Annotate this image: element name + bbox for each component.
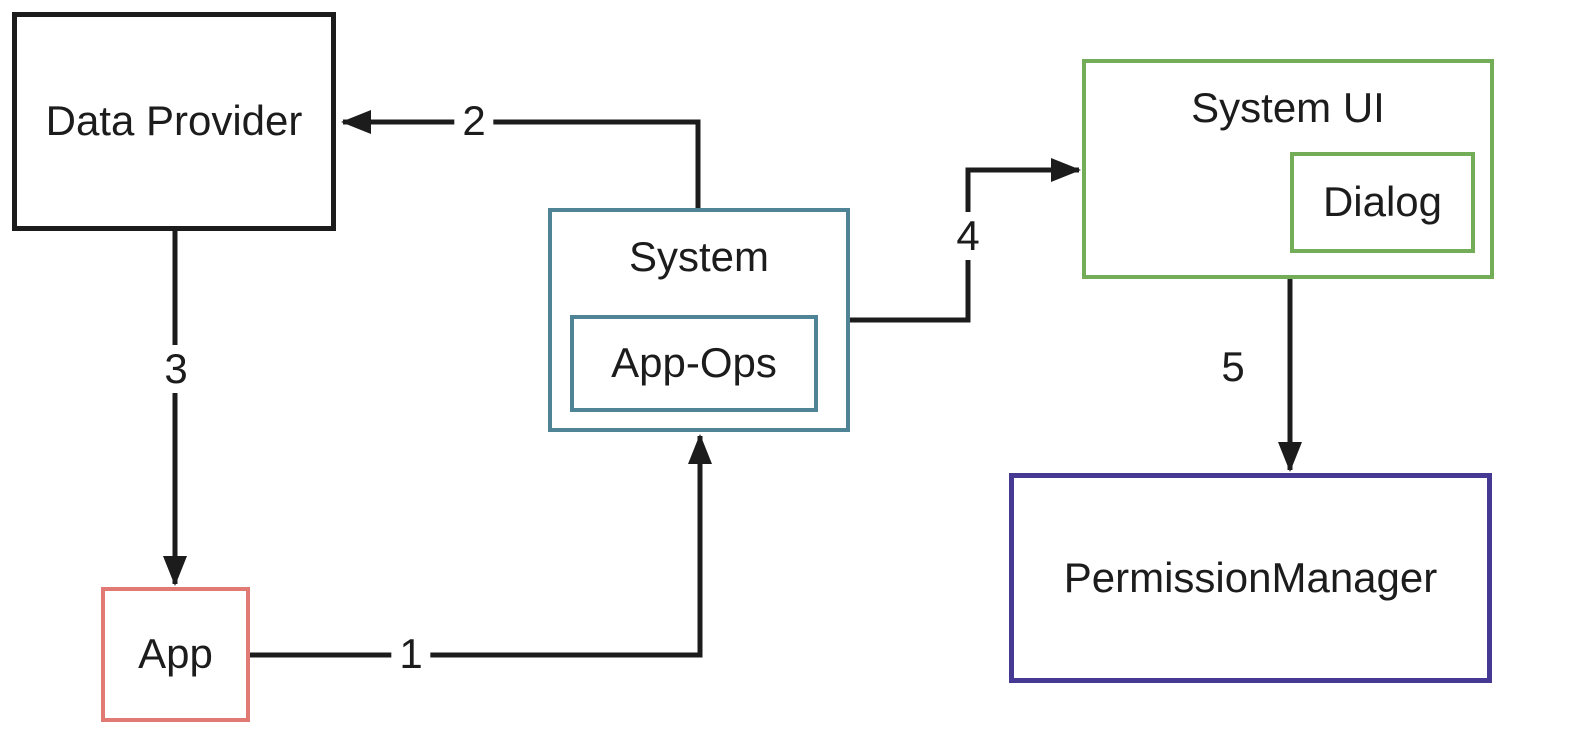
edge-label-1: 1 (391, 630, 431, 678)
node-system: System App-Ops (548, 208, 850, 432)
edge-label-4: 4 (948, 212, 988, 260)
node-permission-manager: PermissionManager (1009, 473, 1492, 683)
edge-label-5: 5 (1213, 343, 1253, 391)
node-app-ops: App-Ops (570, 315, 818, 412)
node-system-label: System (628, 233, 770, 280)
edge-2-arrow-system-to-data-provider (341, 110, 701, 208)
node-permission-manager-label: PermissionManager (1063, 553, 1438, 601)
edge-label-3: 3 (156, 345, 196, 393)
node-system-ui-label: System UI (1191, 84, 1385, 131)
node-data-provider-label: Data Provider (45, 97, 303, 145)
edge-1-arrow-app-to-system (250, 434, 712, 658)
node-dialog-label: Dialog (1322, 178, 1443, 226)
node-dialog: Dialog (1290, 152, 1475, 253)
node-data-provider: Data Provider (12, 12, 336, 231)
edge-label-2: 2 (454, 97, 494, 145)
node-app-label: App (138, 630, 213, 678)
node-app: App (101, 587, 250, 722)
node-system-ui: System UI Dialog (1082, 59, 1494, 279)
node-app-ops-label: App-Ops (611, 339, 777, 387)
